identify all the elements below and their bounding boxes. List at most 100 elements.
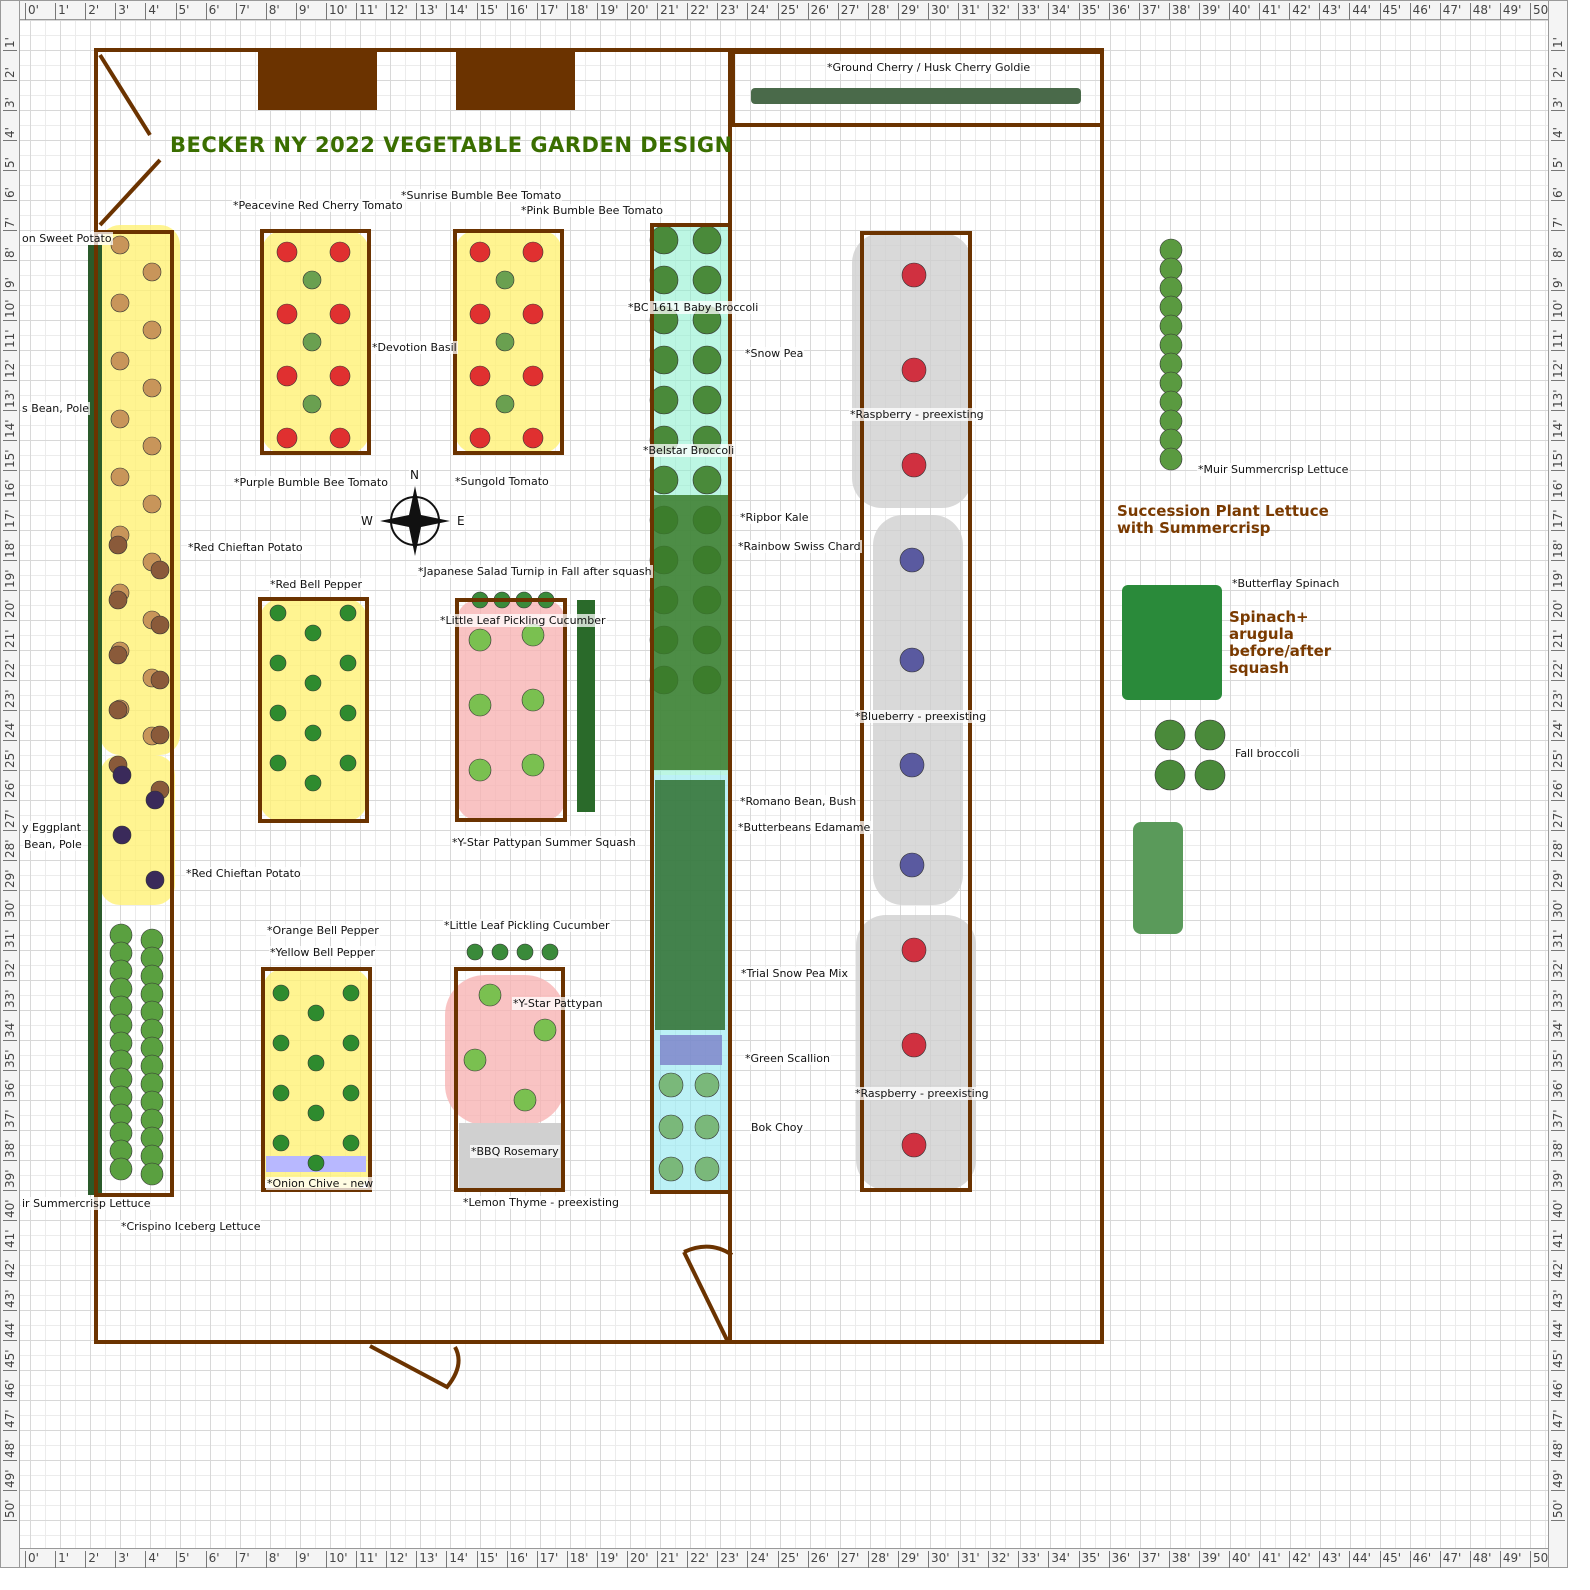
- ground-cherry-bed[interactable]: [731, 50, 1104, 127]
- ruler-tick: 32': [988, 3, 1010, 20]
- ground-cherry-icon: [751, 88, 1081, 104]
- plant-label[interactable]: ir Summercrisp Lettuce: [21, 1197, 152, 1210]
- sweet-potato-icon: [110, 293, 130, 313]
- plant-label[interactable]: *Trial Snow Pea Mix: [740, 967, 849, 980]
- ruler-tick: 43': [1319, 1551, 1341, 1568]
- plant-label[interactable]: *Onion Chive - new: [266, 1177, 375, 1190]
- plant-label[interactable]: *Y-Star Pattypan: [512, 997, 604, 1010]
- bean-pea-icon: [655, 780, 725, 1030]
- shed-block[interactable]: [258, 52, 377, 110]
- ruler-tick: 28': [867, 3, 889, 20]
- bed-squash-2[interactable]: [454, 967, 565, 1192]
- plant-label[interactable]: *Green Scallion: [744, 1052, 831, 1065]
- blueberry-icon: [899, 647, 925, 673]
- ruler-tick: 2': [85, 3, 99, 20]
- tomato-icon: [522, 365, 544, 387]
- kale-chard-icon: [654, 495, 728, 770]
- plant-label[interactable]: *Purple Bumble Bee Tomato: [233, 476, 389, 489]
- ruler-tick: 38': [1168, 1551, 1190, 1568]
- ruler-tick: 17': [536, 1551, 558, 1568]
- lettuce-icon: [140, 1162, 164, 1186]
- ruler-tick: 34': [1048, 1551, 1070, 1568]
- plant-label[interactable]: *Orange Bell Pepper: [266, 924, 380, 937]
- plant-label[interactable]: *BBQ Rosemary: [470, 1145, 560, 1158]
- tomato-icon: [329, 365, 351, 387]
- bed-tomato-1[interactable]: [260, 229, 371, 455]
- plant-label[interactable]: *Ground Cherry / Husk Cherry Goldie: [826, 61, 1032, 74]
- plant-label[interactable]: *Yellow Bell Pepper: [269, 946, 377, 959]
- ruler-tick: 9': [295, 3, 310, 20]
- eggplant-icon: [145, 870, 165, 890]
- tomato-icon: [522, 241, 544, 263]
- plant-label[interactable]: *Little Leaf Pickling Cucumber: [439, 614, 607, 627]
- bed-brassica[interactable]: [650, 223, 732, 1194]
- plant-label[interactable]: *Blueberry - preexisting: [854, 710, 988, 723]
- blueberry-icon: [899, 752, 925, 778]
- plant-label[interactable]: *Butterbeans Edamame: [737, 821, 872, 834]
- plant-label[interactable]: *Pink Bumble Bee Tomato: [520, 204, 664, 217]
- potato-icon: [108, 590, 128, 610]
- ruler-tick: 10': [326, 3, 348, 20]
- ruler-tick: 37': [1138, 3, 1160, 20]
- plant-label[interactable]: y Eggplant: [21, 821, 82, 834]
- plant-label[interactable]: *Japanese Salad Turnip in Fall after squ…: [417, 565, 653, 578]
- ruler-tick: 45': [1379, 1551, 1401, 1568]
- squash-icon: [513, 1088, 537, 1112]
- plant-label[interactable]: *Little Leaf Pickling Cucumber: [443, 919, 611, 932]
- ruler-tick: 4': [145, 1551, 159, 1568]
- ruler-tick: 5': [175, 3, 189, 20]
- pepper-icon: [272, 984, 290, 1002]
- main-fence[interactable]: [94, 48, 732, 1344]
- ruler-tick: 44': [1349, 3, 1371, 20]
- plant-label[interactable]: *Romano Bean, Bush: [739, 795, 858, 808]
- shed-block[interactable]: [456, 52, 575, 110]
- ruler-tick: 15': [476, 1551, 498, 1568]
- plant-label[interactable]: *Belstar Broccoli: [642, 444, 736, 457]
- bed-tomato-2[interactable]: [453, 229, 564, 455]
- plant-label[interactable]: *Sunrise Bumble Bee Tomato: [400, 189, 563, 202]
- plant-label[interactable]: *Peacevine Red Cherry Tomato: [232, 199, 404, 212]
- pepper-icon: [304, 624, 322, 642]
- plant-label[interactable]: *Red Chieftan Potato: [187, 541, 304, 554]
- plant-label[interactable]: on Sweet Potato: [21, 232, 113, 245]
- plant-label[interactable]: Bok Choy: [750, 1121, 805, 1134]
- plant-label[interactable]: *Lemon Thyme - preexisting: [462, 1196, 620, 1209]
- lettuce-icon: [109, 1157, 133, 1181]
- bed-left-long[interactable]: [94, 230, 174, 1197]
- plant-label[interactable]: *Devotion Basil: [371, 341, 458, 354]
- plant-label[interactable]: s Bean, Pole: [21, 402, 91, 415]
- plant-label[interactable]: *Red Bell Pepper: [269, 578, 364, 591]
- sweet-potato-icon: [110, 351, 130, 371]
- plant-label[interactable]: *Raspberry - preexisting: [854, 1087, 990, 1100]
- tomato-icon: [276, 427, 298, 449]
- ruler-tick: 32': [988, 1551, 1010, 1568]
- plant-label[interactable]: *Crispino Iceberg Lettuce: [120, 1220, 262, 1233]
- plant-label[interactable]: *Butterflay Spinach: [1231, 577, 1341, 590]
- bed-squash-1[interactable]: [455, 598, 567, 822]
- ruler-tick: 18': [566, 1551, 588, 1568]
- bed-pepper-2[interactable]: [261, 967, 372, 1192]
- right-ruler: 1'2'3'4'5'6'7'8'9'10'11'12'13'14'15'16'1…: [1548, 0, 1568, 1568]
- tomato-icon: [329, 241, 351, 263]
- raspberry-icon: [901, 937, 927, 963]
- plant-label[interactable]: *Snow Pea: [744, 347, 805, 360]
- plant-label[interactable]: *Y-Star Pattypan Summer Squash: [451, 836, 637, 849]
- plant-label[interactable]: Bean, Pole: [23, 838, 83, 851]
- ruler-tick: 28': [867, 1551, 889, 1568]
- plant-label[interactable]: *Rainbow Swiss Chard: [737, 540, 862, 553]
- ruler-tick: 8': [265, 3, 280, 20]
- ruler-tick: 11': [356, 3, 378, 20]
- ruler-tick: 38': [1168, 3, 1190, 20]
- plant-label[interactable]: *BC 1611 Baby Broccoli: [627, 301, 760, 314]
- plant-label[interactable]: *Red Chieftan Potato: [185, 867, 302, 880]
- plant-label[interactable]: *Raspberry - preexisting: [849, 408, 985, 421]
- plant-label[interactable]: *Sungold Tomato: [454, 475, 550, 488]
- bed-pepper-1[interactable]: [258, 597, 369, 823]
- plant-label[interactable]: Fall broccoli: [1234, 747, 1301, 760]
- raspberry-icon: [901, 262, 927, 288]
- plant-label[interactable]: *Muir Summercrisp Lettuce: [1197, 463, 1350, 476]
- plant-label[interactable]: *Ripbor Kale: [739, 511, 810, 524]
- ruler-tick: 50': [1530, 1551, 1552, 1568]
- pepper-icon: [272, 1134, 290, 1152]
- pepper-icon: [342, 984, 360, 1002]
